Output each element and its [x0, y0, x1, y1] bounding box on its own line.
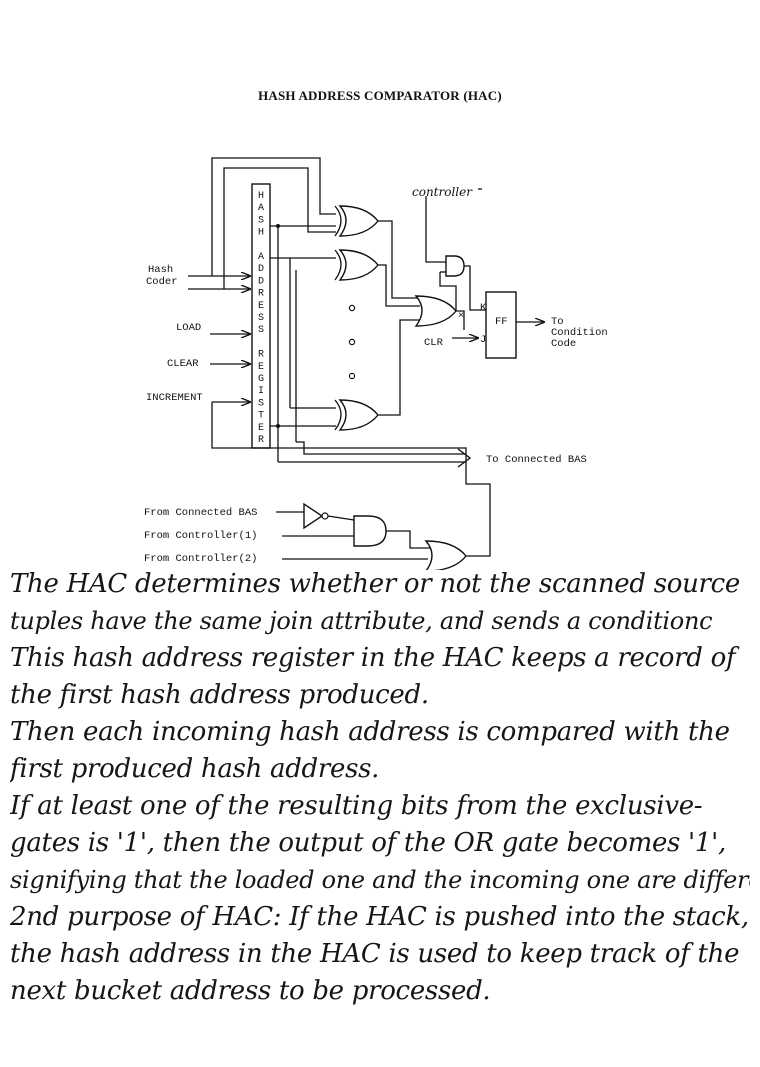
and-to-k [464, 265, 486, 311]
ff-j-label: J [480, 334, 486, 346]
clr-label: CLR [424, 337, 444, 349]
register-letter: S [258, 313, 264, 324]
xor-gate-1 [334, 205, 379, 237]
and-gate-controller [445, 255, 465, 277]
controller-label: controller [412, 185, 473, 199]
handwritten-notes: The HAC determines whether or not the sc… [10, 566, 750, 1010]
register-letter: E [258, 301, 264, 312]
note-line: 2nd purpose of HAC: If the HAC is pushed… [10, 902, 749, 932]
register-letter: A [258, 203, 264, 214]
loop-wire-1 [211, 157, 336, 276]
note-line: gates is '1', then the output of the OR … [10, 828, 726, 858]
xor-to-or-n [378, 319, 420, 416]
note-line: first produced hash address. [10, 754, 380, 784]
to-bas-arrow [457, 448, 472, 468]
increment-label: INCREMENT [146, 392, 203, 404]
and-gate-bottom [353, 515, 387, 547]
bas-wire-2 [296, 441, 466, 455]
note-line: next bucket address to be processed. [10, 976, 491, 1006]
cross-mark: × [458, 310, 464, 322]
hash-coder-label-2: Coder [146, 276, 178, 288]
feedback-wire-increment [211, 402, 491, 557]
flip-flop [485, 291, 517, 359]
note-line: The HAC determines whether or not the sc… [10, 569, 741, 599]
or-feedback-wire [439, 272, 457, 311]
to-condition-label-3: Code [551, 338, 576, 350]
ff-label: FF [495, 316, 508, 328]
inverter-gate [303, 502, 329, 530]
xor-to-or-2 [378, 264, 420, 307]
from-controller-1-label: From Controller(1) [144, 530, 257, 542]
xor-gate-n [334, 399, 379, 431]
register-letter: H [258, 228, 264, 239]
ff-k-label: K [480, 302, 487, 314]
xor-to-or-1 [378, 220, 420, 299]
register-letter: D [258, 276, 264, 287]
register-letter: A [258, 252, 264, 263]
note-line: the hash address in the HAC is used to k… [10, 939, 740, 969]
xor-gate-2 [334, 249, 379, 281]
register-letter: R [258, 350, 264, 361]
load-label: LOAD [176, 322, 201, 334]
to-connected-bas-label: To Connected BAS [486, 454, 587, 466]
ellipsis-dot [348, 338, 356, 346]
register-letter: I [258, 386, 264, 397]
from-connected-bas-label: From Connected BAS [144, 507, 257, 519]
register-letter: R [258, 435, 264, 446]
ellipsis-dot [348, 304, 356, 312]
note-line: This hash address register in the HAC ke… [10, 643, 736, 673]
to-condition-label-2: Condition [551, 327, 608, 339]
ellipsis-dot [348, 372, 356, 380]
register-letter: S [258, 325, 264, 336]
register-letter: D [258, 264, 264, 275]
note-line: the first hash address produced. [10, 680, 429, 710]
or-gate-bottom [424, 540, 467, 570]
controller-wire [425, 196, 446, 263]
hash-coder-label-1: Hash [148, 264, 173, 276]
register-letter: S [258, 215, 264, 226]
note-line: signifying that the loaded one and the i… [10, 866, 750, 894]
or-to-ff [456, 310, 465, 330]
loop-wire-2 [223, 167, 336, 289]
to-condition-label-1: To [551, 316, 564, 328]
or-gate-main [414, 295, 457, 327]
clear-label: CLEAR [167, 358, 199, 370]
from-controller-2-label: From Controller(2) [144, 553, 257, 565]
inv-to-and [327, 515, 355, 521]
note-line: tuples have the same join attribute, and… [10, 607, 713, 635]
register-letter: S [258, 398, 264, 409]
register-letter: R [258, 289, 264, 300]
register-letter: G [258, 374, 264, 385]
register-letter: T [258, 411, 264, 422]
page-title: HASH ADDRESS COMPARATOR (HAC) [258, 88, 502, 103]
note-line: If at least one of the resulting bits fr… [10, 791, 703, 821]
register-letter: E [258, 423, 264, 434]
note-line: Then each incoming hash address is compa… [10, 717, 730, 747]
register-letter: H [258, 191, 264, 202]
and-to-or [386, 530, 430, 549]
register-letter: E [258, 362, 264, 373]
